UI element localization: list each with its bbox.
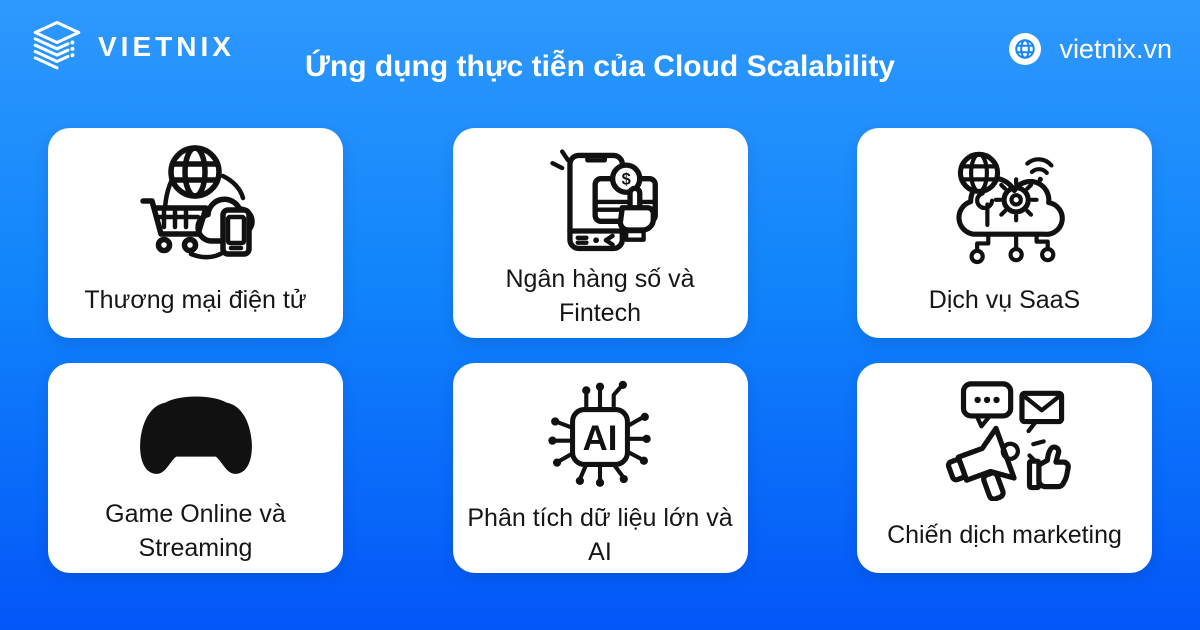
card-ai-analytics: AI [452, 363, 748, 573]
page-title: Ứng dụng thực tiễn của Cloud Scalability [305, 50, 895, 83]
card-label: Dịch vụ SaaS [928, 286, 1081, 314]
brand-logo: VIETNIX [28, 18, 235, 76]
card-game-streaming: Game Online và Streaming [48, 363, 343, 573]
svg-text:AI: AI [583, 420, 618, 458]
website-badge: vietnix.vn [1009, 33, 1172, 65]
digital-banking-icon: $ [537, 138, 663, 262]
vietnix-layers-logo-icon [33, 20, 81, 70]
globe-icon [1009, 33, 1042, 65]
card-label: Chiến dịch marketing [887, 521, 1122, 549]
cards-grid: Thương mại điện tử $ [48, 128, 1152, 573]
brand-name: VIETNIX [98, 31, 235, 62]
gamepad-icon [133, 373, 259, 497]
card-label: Phân tích dữ liệu lớn và AI [467, 504, 733, 566]
marketing-icon [939, 373, 1071, 505]
svg-text:$: $ [622, 170, 631, 188]
card-label: Thương mại điện tử [84, 286, 307, 314]
website-url: vietnix.vn [1059, 33, 1172, 64]
card-label: Ngân hàng số và Fintech [505, 265, 695, 327]
card-digital-banking: $ Ngân hàng số và Fintech [452, 128, 748, 338]
card-saas: Dịch vụ SaaS [857, 128, 1152, 338]
card-marketing: Chiến dịch marketing [857, 363, 1152, 573]
card-label: Game Online và Streaming [105, 500, 286, 562]
ai-chip-icon: AI [536, 373, 664, 501]
card-ecommerce: Thương mại điện tử [48, 128, 343, 338]
ecommerce-icon [131, 138, 261, 270]
saas-cloud-icon [940, 138, 1070, 270]
